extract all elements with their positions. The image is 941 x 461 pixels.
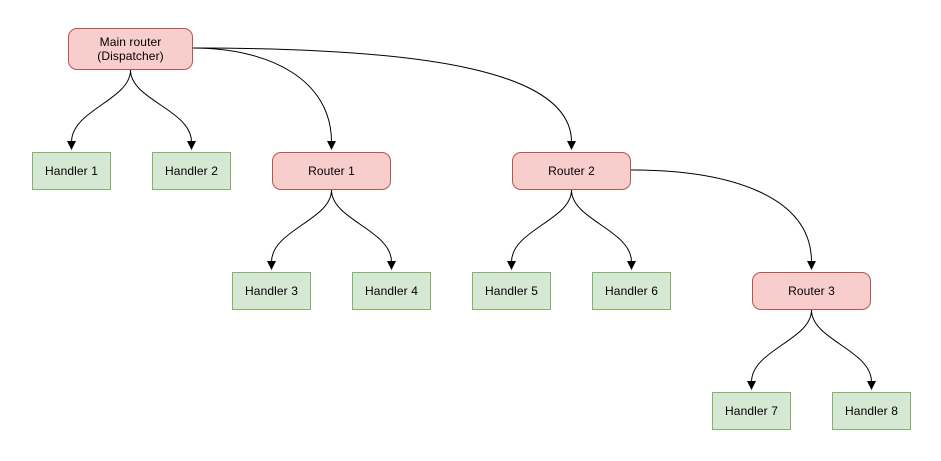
arrowhead-router1-to-handler3 <box>267 261 276 270</box>
arrowhead-router1-to-handler4 <box>387 261 396 270</box>
node-label-router1: Router 1 <box>308 164 355 178</box>
edge-main_router-to-handler2 <box>130 69 192 143</box>
node-router1[interactable]: Router 1 <box>272 152 391 190</box>
node-label-handler1: Handler 1 <box>45 164 98 178</box>
edge-router2-to-handler5 <box>511 189 572 263</box>
arrowhead-router2-to-handler5 <box>507 261 516 270</box>
node-label-handler7: Handler 7 <box>725 404 778 418</box>
node-handler3[interactable]: Handler 3 <box>232 272 311 310</box>
node-handler7[interactable]: Handler 7 <box>712 392 791 430</box>
arrowhead-main_router-to-handler2 <box>187 141 196 150</box>
arrowhead-main_router-to-router1 <box>327 141 336 150</box>
node-label-router2: Router 2 <box>548 164 595 178</box>
node-main_router[interactable]: Main router (Dispatcher) <box>68 28 193 70</box>
edge-router3-to-handler7 <box>751 309 812 383</box>
arrowhead-router2-to-router3 <box>807 261 816 270</box>
node-label-handler8: Handler 8 <box>845 404 898 418</box>
arrowhead-router2-to-handler6 <box>627 261 636 270</box>
node-label-handler6: Handler 6 <box>605 284 658 298</box>
arrowhead-router3-to-handler8 <box>867 381 876 390</box>
node-handler5[interactable]: Handler 5 <box>472 272 551 310</box>
node-handler4[interactable]: Handler 4 <box>352 272 431 310</box>
edge-router2-to-handler6 <box>571 189 632 263</box>
node-label-handler4: Handler 4 <box>365 284 418 298</box>
node-handler8[interactable]: Handler 8 <box>832 392 911 430</box>
node-router3[interactable]: Router 3 <box>752 272 871 310</box>
edge-router3-to-handler8 <box>811 309 872 383</box>
node-handler1[interactable]: Handler 1 <box>32 152 111 190</box>
arrowhead-main_router-to-handler1 <box>67 141 76 150</box>
node-label-handler3: Handler 3 <box>245 284 298 298</box>
edge-main_router-to-handler1 <box>71 69 131 143</box>
edge-main_router-to-router2 <box>192 47 572 143</box>
node-handler2[interactable]: Handler 2 <box>152 152 231 190</box>
node-label-handler5: Handler 5 <box>485 284 538 298</box>
node-label-handler2: Handler 2 <box>165 164 218 178</box>
node-label-main_router: Main router (Dispatcher) <box>97 35 164 63</box>
node-handler6[interactable]: Handler 6 <box>592 272 671 310</box>
edge-router1-to-handler4 <box>331 189 392 263</box>
node-label-router3: Router 3 <box>788 284 835 298</box>
edge-main_router-to-router1 <box>192 47 332 143</box>
arrowhead-main_router-to-router2 <box>567 141 576 150</box>
arrowhead-router3-to-handler7 <box>747 381 756 390</box>
edge-router1-to-handler3 <box>271 189 332 263</box>
node-router2[interactable]: Router 2 <box>512 152 631 190</box>
edge-router2-to-router3 <box>630 169 812 263</box>
